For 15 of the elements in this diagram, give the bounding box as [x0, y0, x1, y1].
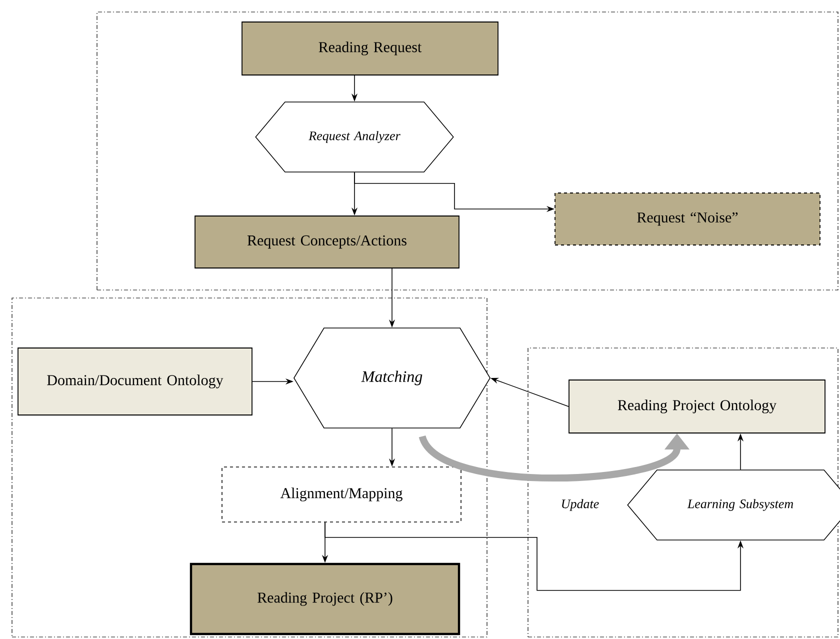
dashed-region [12, 298, 488, 638]
node-label: Learning Subsystem [687, 499, 794, 511]
process-box: Request Concepts/Actions [194, 216, 460, 268]
process-box: Domain/Document Ontology [18, 348, 252, 416]
process-hexagon: Learning Subsystem [627, 470, 840, 540]
dashed-region [96, 12, 838, 290]
process-box: Request “Noise” [554, 192, 820, 246]
edge-label: Update [562, 499, 599, 511]
process-hexagon: Matching [294, 328, 491, 428]
process-box: Alignment/Mapping [222, 466, 462, 522]
process-box: Reading Request [242, 22, 498, 76]
process-hexagon: Request Analyzer [255, 102, 454, 172]
process-box: Reading Project (RP’) [190, 562, 460, 636]
process-box: Reading Project Ontology [568, 380, 826, 434]
dashed-region [528, 348, 838, 638]
